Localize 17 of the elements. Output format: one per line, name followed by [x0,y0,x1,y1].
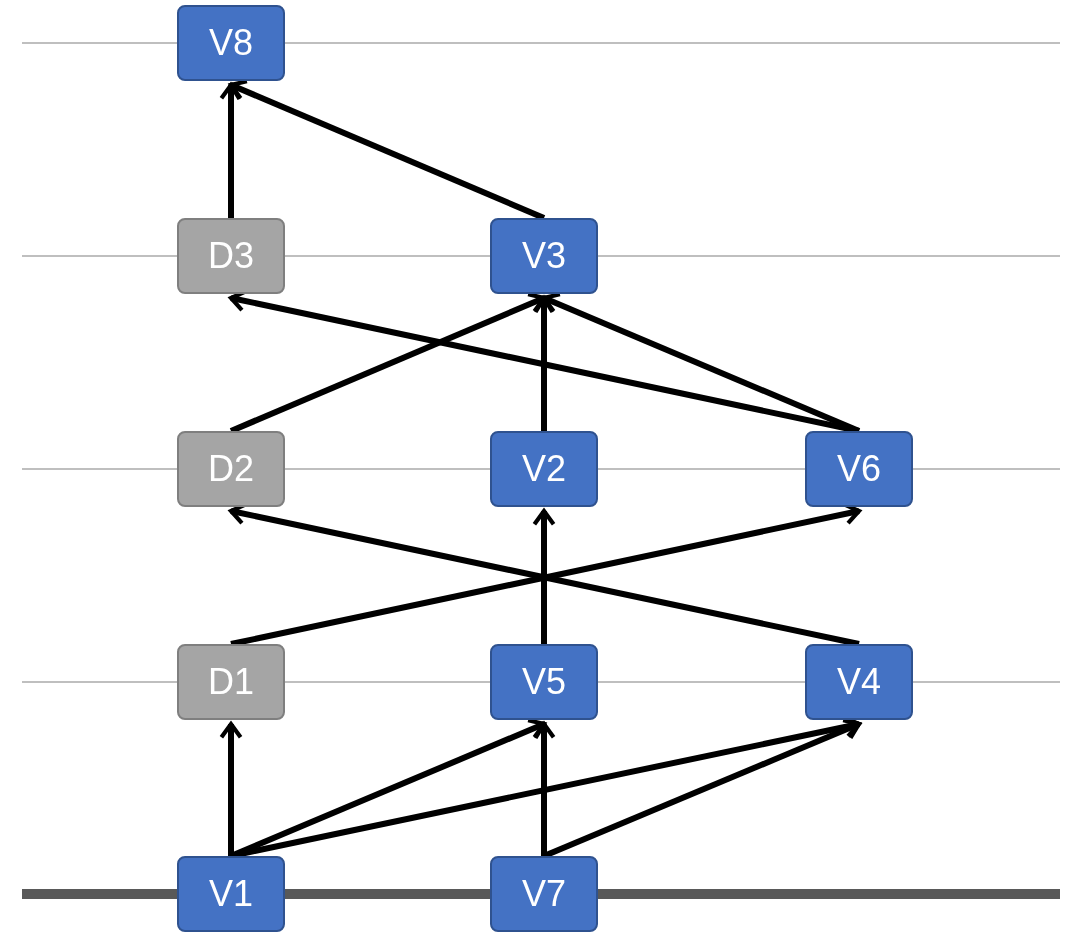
vertex-node: V5 [490,644,598,720]
arrow [228,79,546,221]
vertex-node: V1 [177,856,285,932]
arrow [219,721,243,856]
vertex-node: V6 [805,431,913,507]
vertex-node: V8 [177,5,285,81]
vertex-node: V7 [490,856,598,932]
vertex-node: V4 [805,644,913,720]
arrow [532,508,556,644]
dummy-node: D2 [177,431,285,507]
arrow [532,295,556,431]
vertex-node: V2 [490,431,598,507]
dummy-node: D3 [177,218,285,294]
arrow [532,721,556,856]
dummy-node: D1 [177,644,285,720]
arrow [219,82,243,218]
vertex-node: V3 [490,218,598,294]
